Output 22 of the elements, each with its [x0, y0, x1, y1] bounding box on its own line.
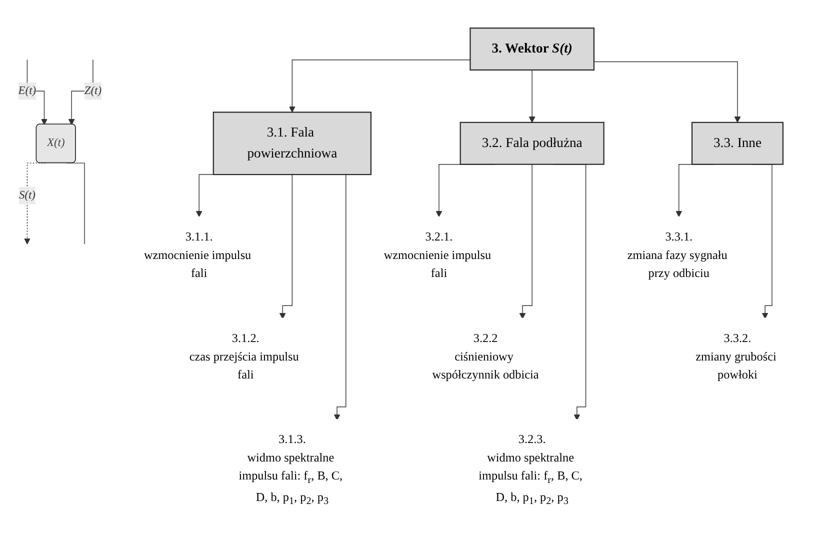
edge-label: S(t) — [18, 189, 36, 202]
edge-label: E(t) — [18, 84, 36, 97]
arrow — [519, 164, 532, 320]
node-box — [691, 122, 784, 165]
arrow — [594, 61, 741, 123]
node-box — [470, 28, 594, 71]
arrow — [68, 59, 94, 126]
node-text: 3.1.3. widmo spektralne impulsu fali: f$_{r}$, B, C, D, b, p$_{1}$, p$_{2}$, p$_{3}$ — [238, 432, 343, 507]
arrow — [528, 70, 536, 123]
arrow — [26, 59, 48, 126]
edge-label: Z(t) — [84, 84, 102, 97]
node-text: 3.1.2. czas przejścia impulsu fali — [189, 331, 299, 382]
node-text: 3.3.2. zmiany grubości powłoki — [696, 331, 776, 382]
node-text: 3.2.3. widmo spektralne impulsu fali: f$_{r}$, B, C, D, b, p$_{1}$, p$_{2}$, p$_{3}$ — [478, 432, 582, 507]
node-box — [460, 122, 604, 165]
node-box — [212, 112, 372, 176]
node-text: 3.1.1. wzmocnienie impulsu fali — [144, 230, 252, 280]
arrow — [279, 174, 293, 320]
node-text: 3.3.1. zmiana fazy sygnału przy odbiciu — [627, 230, 728, 280]
node-text: 3.2.1. wzmocnienie impulsu fali — [384, 230, 492, 280]
node-text: 3.2.2 ciśnieniowy współczynnik odbicia — [432, 331, 539, 382]
arrow — [289, 60, 471, 113]
